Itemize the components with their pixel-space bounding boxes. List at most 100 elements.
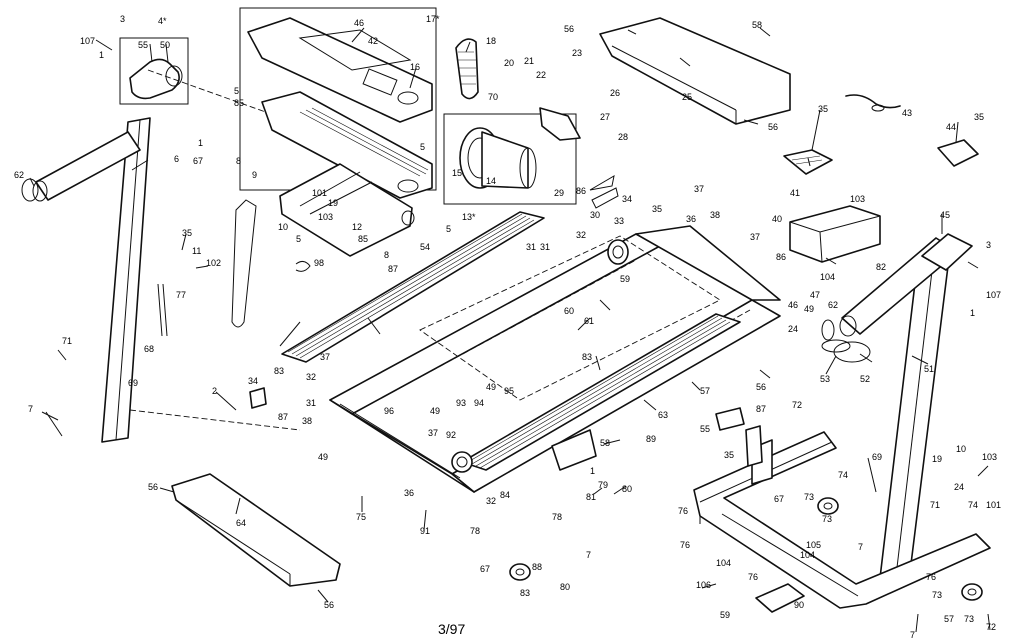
belt-53	[821, 339, 851, 353]
incline-frame	[693, 431, 991, 609]
callout-label: 35	[182, 228, 192, 238]
callout-label: 73	[822, 514, 832, 524]
callout-label: 40	[772, 214, 782, 224]
callout-label: 56	[756, 382, 766, 392]
callout-label: 11	[192, 246, 201, 256]
cable-77b	[162, 283, 168, 337]
callout-label: 60	[564, 306, 574, 316]
callout-label: 18	[486, 36, 496, 46]
callout-label: 102	[206, 258, 221, 268]
callout-label: 51	[924, 364, 934, 374]
callout-label: 5	[446, 224, 451, 234]
console-lower-cup	[397, 179, 419, 193]
drive-belt	[455, 38, 479, 100]
callout-label: 50	[160, 40, 170, 50]
callout-label: 104	[820, 272, 835, 282]
left-upright-assembly	[21, 37, 331, 443]
clip-98	[295, 260, 311, 272]
callout-label: 91	[420, 526, 430, 536]
callout-label: 59	[720, 610, 730, 620]
callout-label: 4*	[158, 16, 167, 26]
callout-label: 49	[804, 304, 814, 314]
callout-label: 25	[682, 92, 692, 102]
callout-label: 61	[584, 316, 594, 326]
callout-label: 75	[356, 512, 366, 522]
callout-label: 56	[564, 24, 574, 34]
left-grip-ring	[21, 178, 39, 202]
callout-label: 76	[748, 572, 758, 582]
small-parts	[157, 175, 851, 613]
callout-label: 82	[876, 262, 886, 272]
callout-label: 101	[312, 188, 327, 198]
callout-label: 101	[986, 500, 1001, 510]
callout-label: 58	[600, 438, 610, 448]
console-top-panel	[247, 17, 433, 123]
callout-label: 7	[28, 404, 33, 414]
callout-label: 36	[686, 214, 696, 224]
callout-label: 89	[646, 434, 656, 444]
isolator-part	[783, 149, 833, 175]
callout-label: 76	[680, 540, 690, 550]
callout-label: 80	[622, 484, 632, 494]
callout-label: 42	[368, 36, 378, 46]
leader-lines	[29, 27, 991, 633]
callout-label: 49	[486, 382, 496, 392]
callout-label: 38	[302, 416, 312, 426]
callout-label: 63	[658, 410, 668, 420]
callout-label: 1	[590, 466, 595, 476]
rear-roller	[451, 451, 473, 473]
callout-label: 46	[354, 18, 364, 28]
callout-label: 72	[986, 622, 996, 632]
callout-label: 23	[572, 48, 582, 58]
callout-label: 10	[956, 444, 966, 454]
console-bracket-end	[401, 210, 415, 226]
callout-label: 53	[820, 374, 830, 384]
callout-label: 85	[358, 234, 368, 244]
left-side-rail	[281, 211, 545, 363]
callout-label: 35	[818, 104, 828, 114]
callout-label: 83	[520, 588, 530, 598]
callout-label: 24	[954, 482, 964, 492]
rear-wheel-left	[509, 563, 531, 581]
callout-label: 103	[850, 194, 865, 204]
callout-label: 35	[724, 450, 734, 460]
callout-label: 87	[388, 264, 398, 274]
callout-label: 5	[234, 86, 239, 96]
callout-label: 86	[576, 186, 586, 196]
callout-label: 70	[488, 92, 498, 102]
front-wheel-right	[961, 583, 983, 601]
left-handrail-inset-box	[119, 37, 189, 105]
left-handrail-cap	[129, 58, 180, 100]
callout-label: 107	[986, 290, 1001, 300]
callout-label: 84	[500, 490, 510, 500]
callout-label: 31	[526, 242, 536, 252]
callout-label: 7	[910, 630, 915, 640]
callout-label: 32	[486, 496, 496, 506]
controller-box	[789, 205, 881, 263]
right-grip-ring	[821, 319, 835, 341]
callout-label: 86	[776, 252, 786, 262]
callout-label: 74	[838, 470, 848, 480]
callout-label: 69	[128, 378, 138, 388]
callout-label: 98	[314, 258, 324, 268]
foot-pad	[755, 583, 805, 613]
motor-mount-bracket	[539, 107, 581, 141]
right-handrail-end	[839, 315, 857, 337]
callout-label: 88	[532, 562, 542, 572]
callout-label: 12	[352, 222, 362, 232]
bracket-34	[249, 387, 267, 409]
callout-label: 71	[62, 336, 72, 346]
callout-label: 31	[540, 242, 550, 252]
console-cup-holder	[397, 91, 419, 105]
treadmill-frame	[329, 225, 781, 493]
callout-label: 20	[504, 58, 514, 68]
left-upright-tube-front	[115, 119, 141, 441]
callout-label: 68	[144, 344, 154, 354]
roller-inset-box	[443, 113, 577, 205]
callout-label: 106	[696, 580, 711, 590]
callout-label: 5	[296, 234, 301, 244]
callout-label: 36	[404, 488, 414, 498]
callout-label: 34	[248, 376, 258, 386]
callout-label: 14	[486, 176, 496, 186]
callout-label: 69	[872, 452, 882, 462]
